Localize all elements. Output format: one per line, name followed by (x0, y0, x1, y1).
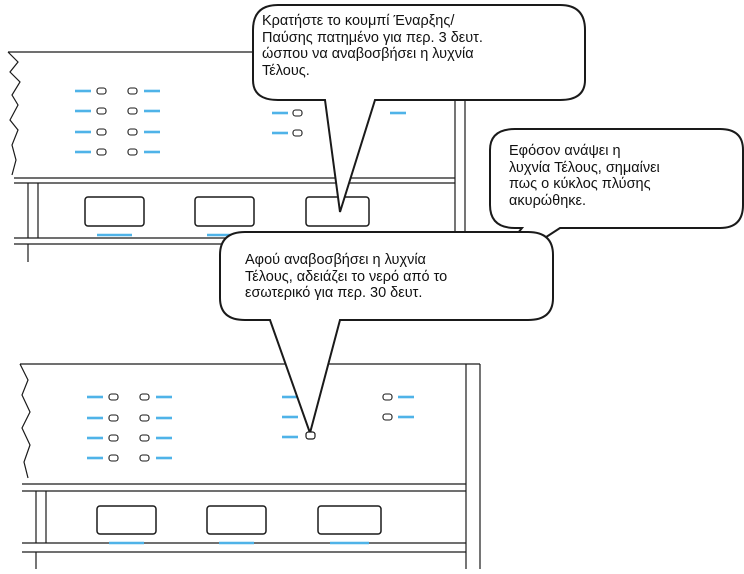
bottom-panel-outline (19, 363, 480, 479)
indicator-lamp (96, 107, 107, 115)
start-pause-button (317, 505, 382, 535)
indicator-lamp (292, 109, 303, 117)
indicator-lamp (127, 148, 138, 156)
indicator-lamp (139, 393, 150, 401)
indicator-lamp (127, 87, 138, 95)
indicator-lamp (127, 128, 138, 136)
top-button-row (84, 196, 370, 237)
indicator-lamp (108, 434, 119, 442)
indicator-lamp (139, 434, 150, 442)
bottom-indicator-grid (87, 393, 414, 462)
indicator-lamp (382, 413, 393, 421)
indicator-lamp (108, 414, 119, 422)
option-button (194, 196, 255, 227)
indicator-lamp (127, 107, 138, 115)
start-button (96, 505, 157, 535)
callout-bubble-drain (219, 231, 554, 437)
indicator-lamp (382, 393, 393, 401)
option-button (206, 505, 267, 535)
indicator-lamp (139, 414, 150, 422)
callout-text-cycle-cancelled: Εφόσον ανάψει η λυχνία Τέλους, σημαίνει … (509, 143, 660, 209)
bottom-panel-right-edge (465, 364, 481, 569)
indicator-lamp (292, 129, 303, 137)
end-lamp-indicator (305, 431, 316, 440)
top-indicator-grid (75, 87, 406, 156)
bottom-button-row (96, 505, 382, 545)
indicator-lamp (108, 454, 119, 462)
indicator-lamp (108, 393, 119, 401)
callout-text-drain: Αφού αναβοσβήσει η λυχνία Τέλους, αδειάζ… (245, 252, 448, 301)
top-panel-right-edge (454, 94, 466, 244)
indicator-lamp (96, 148, 107, 156)
start-button (84, 196, 145, 227)
callout-text-hold-button: Κρατήστε το κουμπί Έναρξης/ Παύσης πατημ… (262, 13, 483, 79)
callout-bubble-hold-button (252, 4, 586, 213)
indicator-lamp (96, 128, 107, 136)
bottom-control-panel (19, 363, 481, 569)
start-pause-button (305, 196, 370, 227)
indicator-lamp (139, 454, 150, 462)
indicator-lamp (96, 87, 107, 95)
